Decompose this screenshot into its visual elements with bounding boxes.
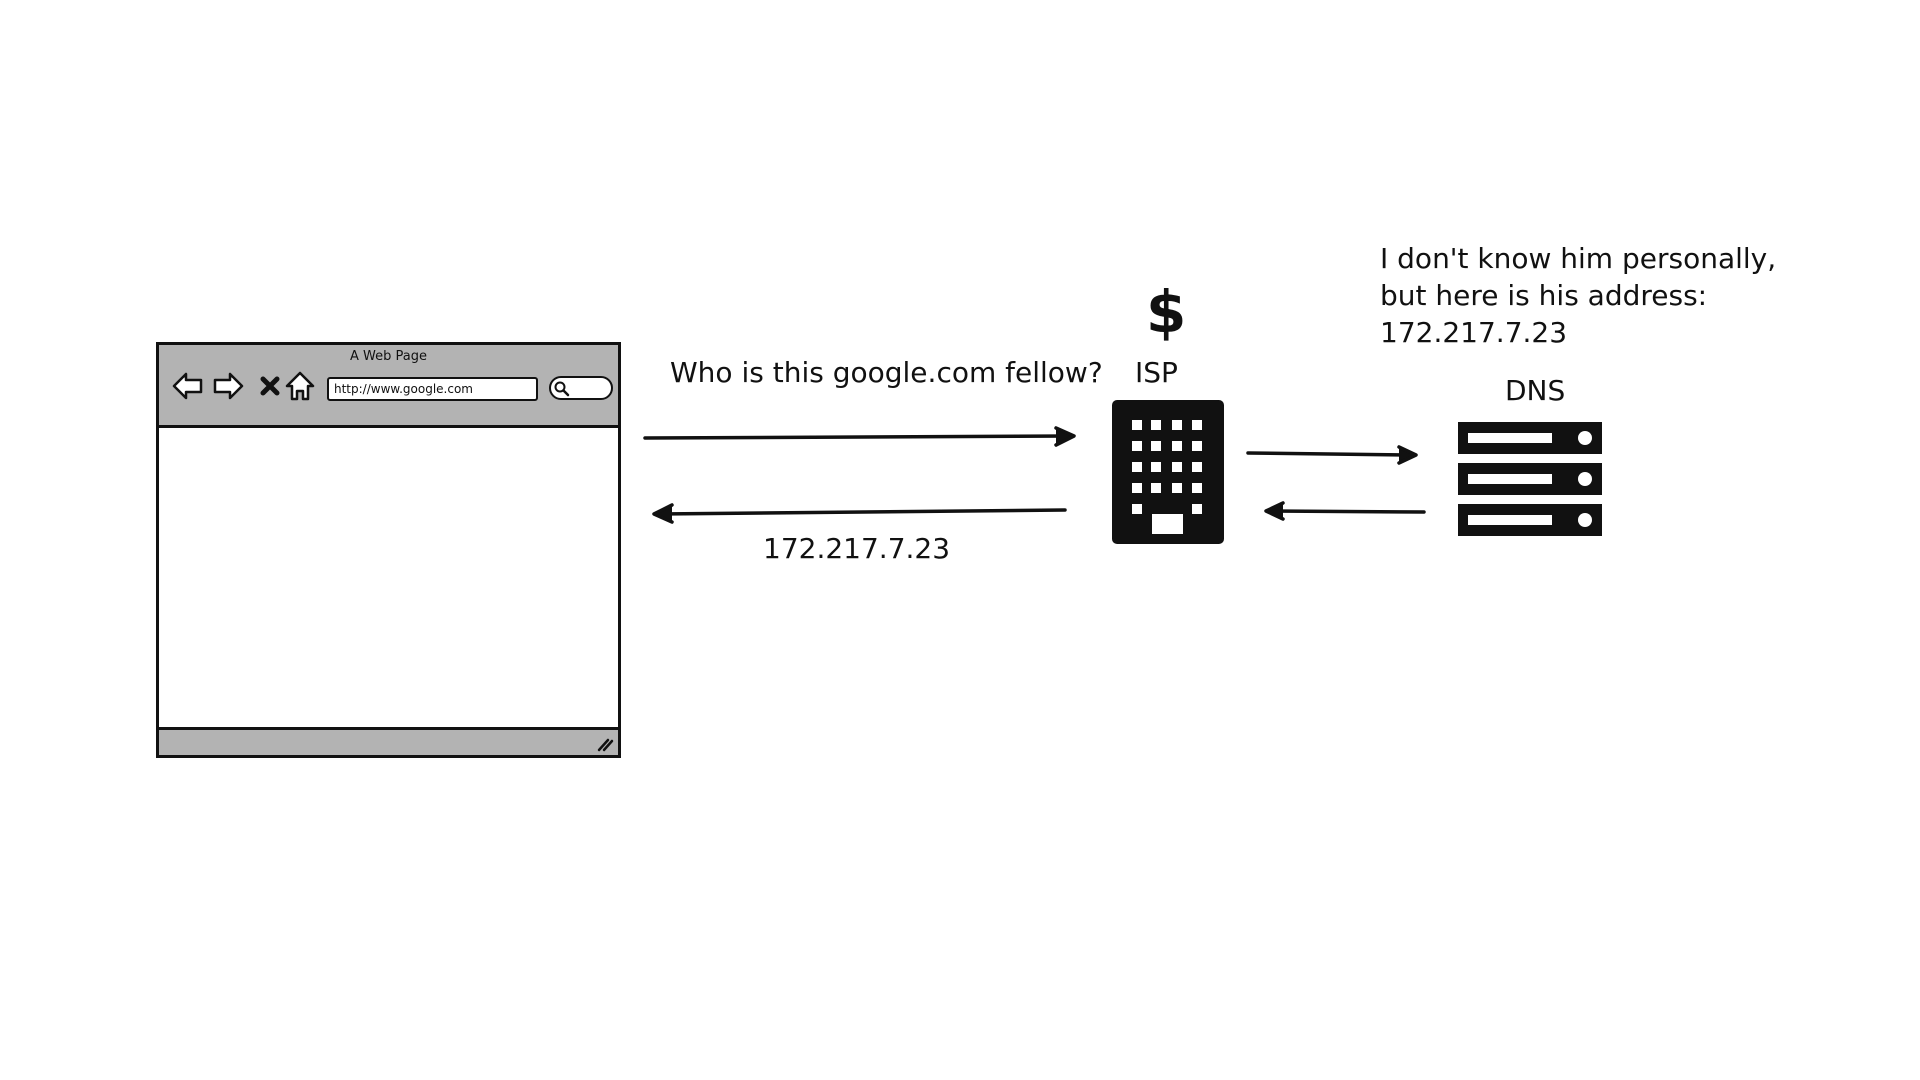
search-field[interactable] [549,376,613,400]
ip-answer-label: 172.217.7.23 [763,532,951,565]
resize-grip-icon[interactable] [596,736,614,752]
browser-window: A Web Page http://www.google.com [156,342,621,758]
back-arrow-icon[interactable] [171,369,205,403]
dollar-sign-icon: $ [1146,278,1187,346]
browser-title: A Web Page [350,349,427,364]
dns-label: DNS [1505,374,1566,407]
url-input[interactable]: http://www.google.com [327,377,538,401]
browser-status-bar [159,727,618,755]
stop-icon[interactable] [253,369,287,403]
dns-reply-line: but here is his address: [1380,279,1708,312]
dns-reply-line: I don't know him personally, [1380,242,1777,275]
browser-toolbar: A Web Page http://www.google.com [159,345,618,428]
home-icon[interactable] [283,369,317,403]
server-rack-icon [1458,422,1602,536]
request-arrow-browser-to-isp [643,426,1076,447]
office-building-icon [1112,400,1224,544]
forward-arrow-icon[interactable] [211,369,245,403]
request-arrow-isp-to-dns [1246,445,1418,465]
response-arrow-isp-to-browser [652,503,1067,524]
dns-question-label: Who is this google.com fellow? [670,356,1103,389]
isp-label: ISP [1135,356,1178,389]
dns-reply-line: 172.217.7.23 [1380,316,1568,349]
dns-reply-text: I don't know him personally, but here is… [1380,240,1800,351]
response-arrow-dns-to-isp [1264,501,1426,521]
search-icon [554,381,570,397]
